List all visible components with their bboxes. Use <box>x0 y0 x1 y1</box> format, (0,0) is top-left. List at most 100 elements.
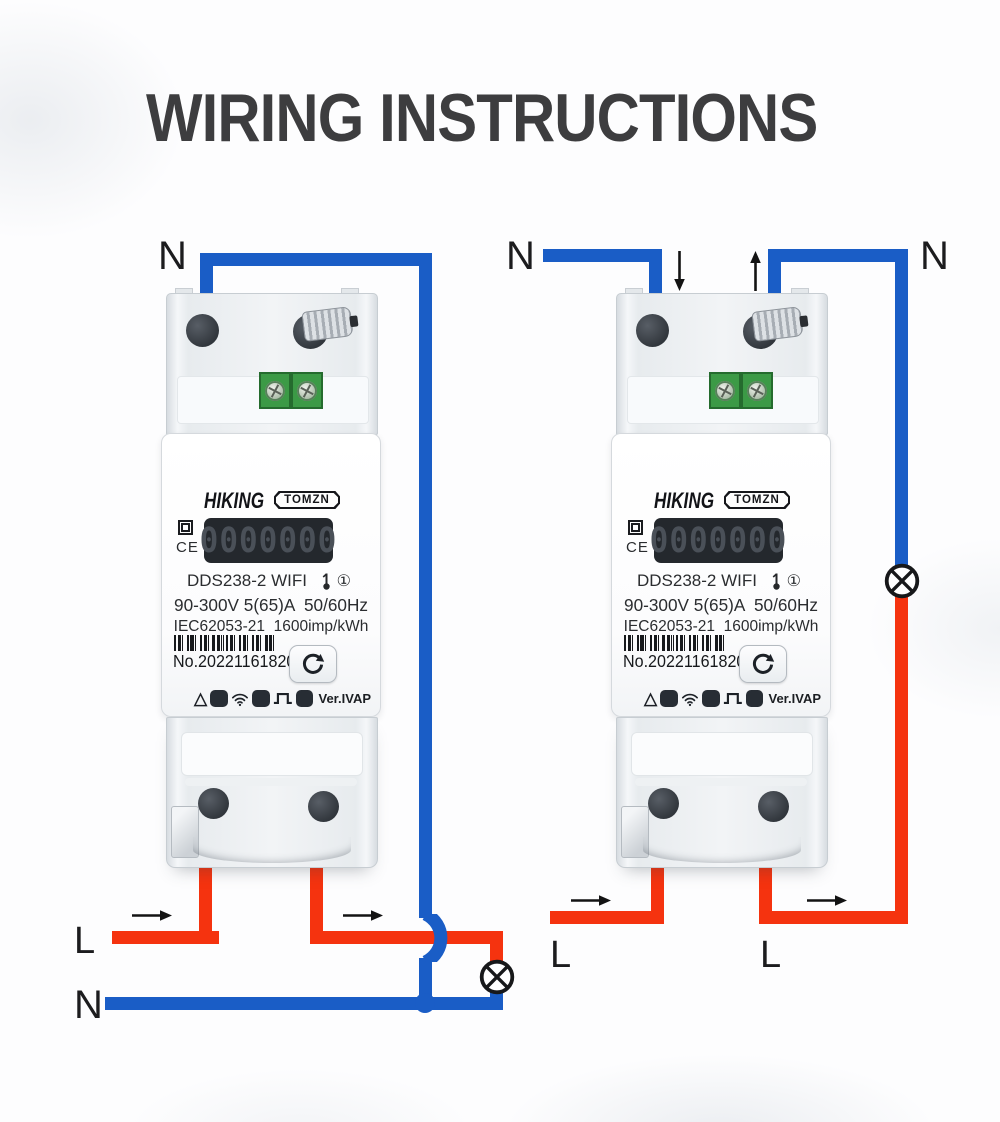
cover-label-window <box>631 732 813 776</box>
model-number: DDS238-2 WIFI <box>637 571 757 590</box>
wire-clamp <box>621 806 649 858</box>
neutral-label-top-left: N <box>158 234 187 278</box>
neutral-wire-in-horizontal-2 <box>543 249 662 262</box>
ratings-text: 90-300V 5(65)A 50/60Hz <box>624 595 818 615</box>
current-direction-arrow-up <box>750 251 761 291</box>
terminal-screw-icon <box>715 380 735 401</box>
accuracy-class-mark: ① <box>336 573 351 590</box>
cover-label-window <box>181 732 363 776</box>
live-wire-in-stub <box>199 866 212 944</box>
terminal-screw-icon <box>636 314 669 347</box>
firmware-version: Ver.IVAP <box>768 691 821 706</box>
cover-slot <box>185 778 357 786</box>
live-label-bottom-left-2: L <box>550 934 572 976</box>
indicator-window-icon <box>251 690 270 707</box>
terminal-screw-icon <box>198 788 229 819</box>
terminal-cell <box>259 372 291 409</box>
terminal-screw-icon <box>297 380 317 401</box>
green-terminal-block <box>259 372 323 409</box>
page-title: WIRING INSTRUCTIONS <box>146 80 818 156</box>
indicator-window-icon <box>295 690 314 707</box>
serial-number: No.202211618207 <box>173 651 305 671</box>
sealing-knob <box>751 306 804 342</box>
terminal-screw-icon <box>308 791 339 822</box>
standard-text: IEC62053-21 1600imp/kWh <box>173 618 369 635</box>
temperature-probe-icon <box>322 572 330 590</box>
indicator-window-icon <box>701 690 720 707</box>
neutral-wire-jump-over <box>422 914 448 962</box>
energy-meter-right: HIKING TOMZN 0000000 CE DDS238-2 WIFI ① <box>611 288 831 868</box>
pulse-icon <box>273 692 292 705</box>
current-direction-arrow <box>132 910 172 921</box>
barcode <box>624 635 728 651</box>
din-rail-tab <box>625 288 643 296</box>
lcd-reading: 0000000 <box>649 520 788 561</box>
terminal-screw-icon <box>758 791 789 822</box>
sub-brand-badge: TOMZN <box>274 491 340 509</box>
double-insulation-icon <box>178 520 193 535</box>
model-row: DDS238-2 WIFI ① <box>187 571 351 591</box>
top-terminal-cover <box>166 293 378 435</box>
indicator-window-icon <box>210 690 228 707</box>
lcd-display: 0000000 <box>200 518 336 563</box>
model-row: DDS238-2 WIFI ① <box>637 571 801 591</box>
wifi-icon <box>681 693 698 706</box>
top-terminal-cover <box>616 293 828 435</box>
terminal-screw-icon <box>648 788 679 819</box>
ce-mark: CE <box>176 539 199 556</box>
reset-icon <box>302 653 325 674</box>
serial-number: No.202211618207 <box>623 651 755 671</box>
neutral-wire-top-horizontal <box>200 253 432 266</box>
neutral-wire-bottom-horizontal <box>105 997 503 1010</box>
barcode <box>174 635 278 651</box>
status-icons-row: △ Ver.IVAP <box>644 689 821 708</box>
reset-button <box>289 645 337 683</box>
model-number: DDS238-2 WIFI <box>187 571 307 590</box>
neutral-wire-out-stub-2 <box>768 249 781 301</box>
live-wire-out-stub-2 <box>759 866 772 924</box>
pulse-icon <box>723 692 742 705</box>
lcd-reading: 0000000 <box>199 520 338 561</box>
neutral-wire-in-stub-2 <box>649 249 662 301</box>
indicator-window-icon <box>745 690 764 707</box>
terminal-screw-icon <box>186 314 219 347</box>
sealing-knob <box>301 306 354 342</box>
reset-icon <box>752 653 775 674</box>
wire-clamp <box>171 806 199 858</box>
terminal-screw-icon <box>747 380 767 401</box>
double-insulation-icon <box>628 520 643 535</box>
wifi-icon <box>231 693 248 706</box>
din-rail-tab <box>175 288 193 296</box>
neutral-label-top-left-2: N <box>506 234 535 278</box>
live-label-bottom-right-2: L <box>760 934 782 976</box>
accuracy-class-mark: ① <box>786 573 801 590</box>
live-wire-to-lamp <box>490 931 503 964</box>
live-wire-out-stub <box>310 866 323 944</box>
live-label-bottom-left: L <box>74 920 96 962</box>
lamp-icon <box>479 959 515 995</box>
sub-brand-label: TOMZN <box>284 494 330 506</box>
din-rail-tab <box>791 288 809 296</box>
meter-face: HIKING TOMZN 0000000 CE DDS238-2 WIFI ① <box>611 433 831 717</box>
live-wire-out-horizontal-2 <box>759 911 908 924</box>
neutral-wire-out-horizontal-2 <box>768 249 908 262</box>
indicator-window-icon <box>660 690 678 707</box>
firmware-version: Ver.IVAP <box>318 691 371 706</box>
cover-slot <box>635 778 807 786</box>
neutral-label-bottom-left: N <box>74 983 103 1027</box>
current-direction-arrow <box>807 895 847 906</box>
live-wire-in-horizontal-2 <box>550 911 664 924</box>
current-direction-arrow-down <box>674 251 685 291</box>
reset-button <box>739 645 787 683</box>
warning-triangle-icon: △ <box>194 689 208 708</box>
lcd-display: 0000000 <box>650 518 786 563</box>
bottom-terminal-cover <box>166 717 378 868</box>
brand-logo: HIKING <box>654 488 715 513</box>
live-wire-in-horizontal <box>112 931 219 944</box>
warning-triangle-icon: △ <box>644 689 658 708</box>
meter-face: HIKING TOMZN 0000000 CE DDS238-2 WIFI ① <box>161 433 381 717</box>
live-wire-in-stub-2 <box>651 866 664 924</box>
brand-logo: HIKING <box>204 488 265 513</box>
terminal-cell <box>709 372 741 409</box>
green-terminal-block <box>709 372 773 409</box>
